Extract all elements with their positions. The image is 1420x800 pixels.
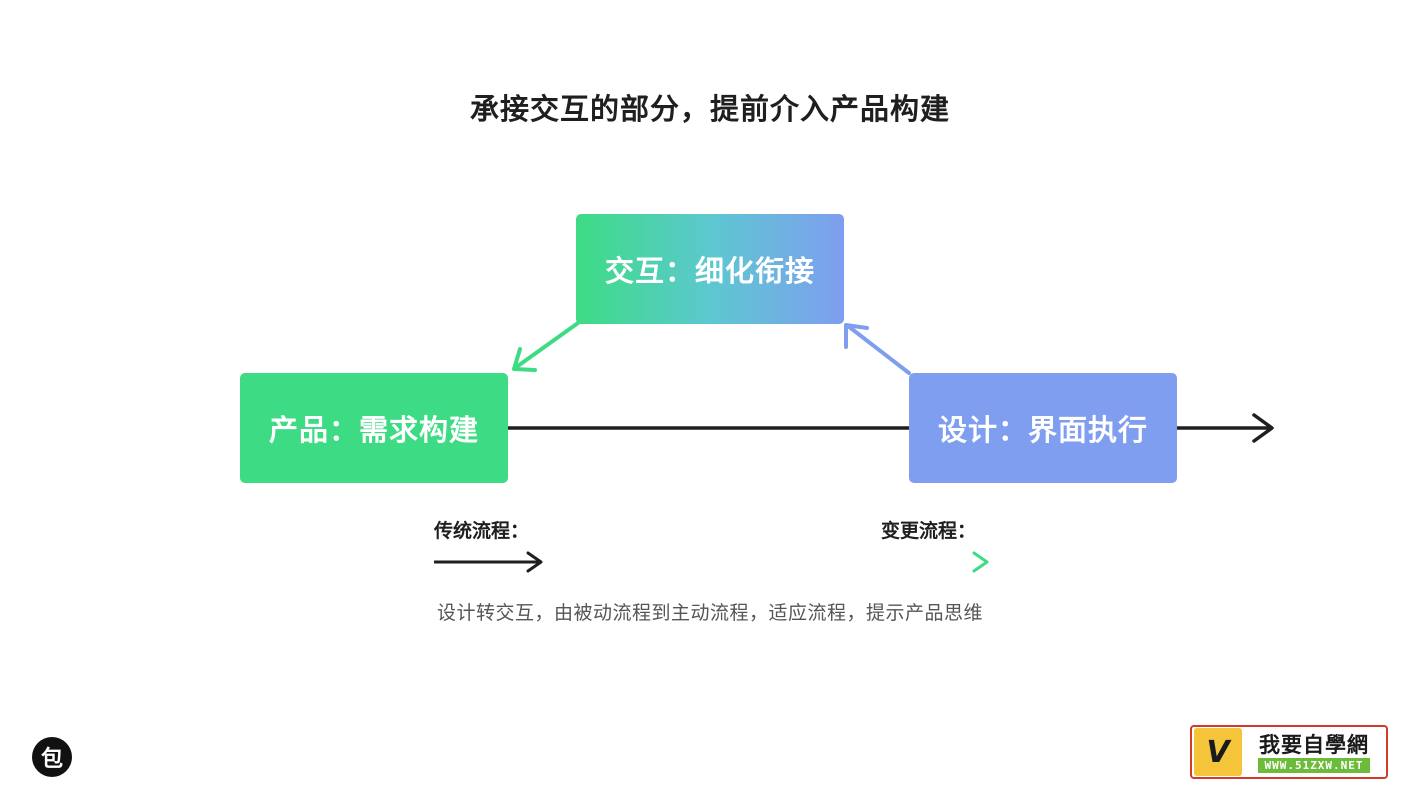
watermark-url: WWW.51ZXW.NET xyxy=(1258,757,1370,773)
legend-changed-arrow xyxy=(881,551,989,573)
caption: 设计转交互，由被动流程到主动流程，适应流程，提示产品思维 xyxy=(436,602,983,624)
page-title: 承接交互的部分，提前介入产品构建 xyxy=(469,92,950,126)
watermark-badge-letter: V xyxy=(1206,734,1230,770)
node-interaction: 交互：细化衔接 xyxy=(576,214,844,324)
legend-changed-label: 变更流程： xyxy=(881,520,977,542)
legend-traditional-arrow xyxy=(434,551,543,573)
main-flow-arrow xyxy=(508,413,1274,443)
watermark-logo: V 我要自學網 WWW.51ZXW.NET xyxy=(1190,725,1388,779)
watermark-badge: V xyxy=(1194,728,1242,776)
arrow-interaction-to-product xyxy=(512,321,580,372)
node-product-label: 产品：需求构建 xyxy=(268,413,479,447)
watermark-text: 我要自學網 WWW.51ZXW.NET xyxy=(1242,732,1386,773)
node-design: 设计：界面执行 xyxy=(909,373,1177,483)
corner-logo-glyph: 包 xyxy=(40,747,63,772)
legend-traditional-label: 传统流程： xyxy=(434,520,530,542)
corner-logo: 包 xyxy=(32,737,72,777)
watermark-title: 我要自學網 xyxy=(1259,732,1369,757)
node-product: 产品：需求构建 xyxy=(240,373,508,483)
node-interaction-label: 交互：细化衔接 xyxy=(604,254,815,288)
arrow-design-to-interaction xyxy=(844,323,911,375)
node-design-label: 设计：界面执行 xyxy=(937,413,1148,447)
